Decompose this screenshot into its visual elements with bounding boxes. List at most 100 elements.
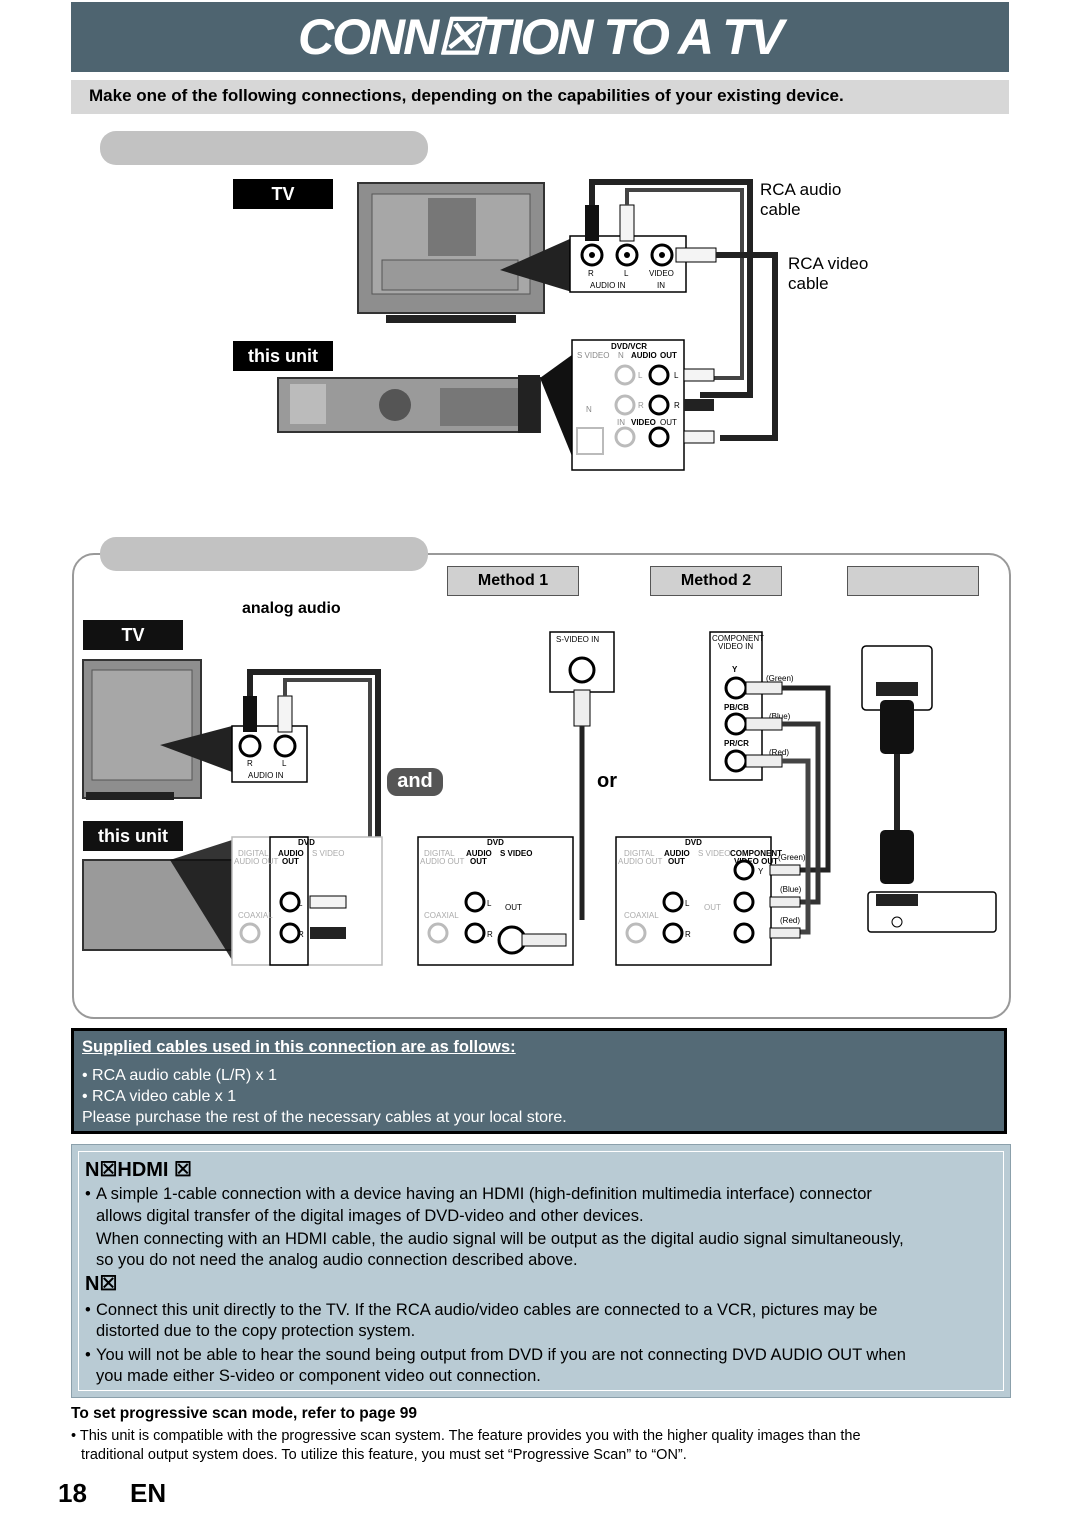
- svg-text:R: R: [638, 401, 644, 410]
- svg-text:R: R: [487, 930, 493, 939]
- svg-text:PB/CB: PB/CB: [724, 703, 749, 712]
- svg-text:L: L: [685, 899, 690, 908]
- svg-text:OUT: OUT: [660, 351, 677, 360]
- svg-text:R: R: [685, 930, 691, 939]
- svg-text:COMPONENT: COMPONENT: [730, 849, 782, 858]
- svg-text:S VIDEO: S VIDEO: [698, 849, 730, 858]
- note-line2: distorted due to the copy protection sys…: [96, 1322, 416, 1340]
- svg-text:AUDIO: AUDIO: [466, 849, 492, 858]
- svg-text:IN: IN: [617, 418, 625, 427]
- language-code: EN: [130, 1478, 167, 1508]
- section2-diagram: R L AUDIO IN DVD AUDIO OUT DIGITAL AUDIO…: [82, 631, 997, 966]
- svg-text:(Red): (Red): [780, 916, 800, 925]
- method2-label: Method 2: [650, 566, 782, 596]
- instruction-text: Make one of the following connections, d…: [89, 86, 844, 105]
- supplied-heading: Supplied cables used in this connection …: [82, 1038, 516, 1056]
- progressive-heading: To set progressive scan mode, refer to p…: [71, 1405, 418, 1422]
- section1-heading-pill: [100, 131, 428, 165]
- svg-text:AUDIO OUT: AUDIO OUT: [618, 857, 663, 866]
- supplied-item-2: • RCA video cable x 1: [82, 1088, 237, 1105]
- method1-label: Method 1: [447, 566, 579, 596]
- svg-text:VIDEO: VIDEO: [631, 418, 656, 427]
- svg-text:AUDIO: AUDIO: [278, 849, 304, 858]
- and-badge: and: [387, 768, 443, 796]
- tv-jack-in: IN: [657, 281, 665, 290]
- tv-jack-l: L: [624, 269, 629, 278]
- svg-text:DVD: DVD: [487, 838, 504, 847]
- unit-label: this unit: [233, 341, 333, 371]
- supplied-item-1: • RCA audio cable (L/R) x 1: [82, 1067, 278, 1084]
- svg-text:R: R: [298, 930, 304, 939]
- svg-text:DVD: DVD: [685, 838, 702, 847]
- svg-text:N: N: [618, 351, 624, 360]
- svg-text:N: N: [586, 405, 592, 414]
- page-number: 18: [58, 1478, 87, 1508]
- svg-text:AUDIO OUT: AUDIO OUT: [420, 857, 465, 866]
- svg-text:AUDIO IN: AUDIO IN: [248, 771, 284, 780]
- notes-box: N☒HDMI ☒ • A simple 1-cable connection w…: [71, 1144, 1011, 1398]
- note-line1: Connect this unit directly to the TV. If…: [96, 1301, 878, 1319]
- title-bar: CONN☒TION TO A TV: [71, 2, 1009, 72]
- svg-text:OUT: OUT: [470, 857, 487, 866]
- svg-text:VIDEO OUT: VIDEO OUT: [734, 857, 778, 866]
- hdmi-note-line3: When connecting with an HDMI cable, the …: [96, 1230, 904, 1248]
- svg-text:L: L: [487, 899, 492, 908]
- instruction-bar: Make one of the following connections, d…: [71, 80, 1009, 114]
- tv-back-illustration: [357, 182, 572, 323]
- page-title: CONN☒TION TO A TV: [298, 9, 784, 65]
- tv-label-2: TV: [83, 620, 183, 650]
- svg-text:Y: Y: [732, 665, 738, 674]
- svg-text:OUT: OUT: [704, 903, 721, 912]
- hdmi-note-line1: A simple 1-cable connection with a devic…: [96, 1185, 872, 1203]
- svg-text:(Blue): (Blue): [780, 885, 802, 894]
- svg-text:COMPONENT: COMPONENT: [712, 634, 764, 643]
- svg-text:COAXIAL: COAXIAL: [424, 911, 459, 920]
- note-line4: you made either S-video or component vid…: [96, 1367, 541, 1385]
- note-line3: You will not be able to hear the sound b…: [96, 1346, 906, 1364]
- svg-text:S VIDEO: S VIDEO: [312, 849, 344, 858]
- svg-text:R: R: [247, 759, 253, 768]
- svg-text:AUDIO: AUDIO: [664, 849, 690, 858]
- svg-text:(Blue): (Blue): [769, 712, 791, 721]
- svg-text:DIGITAL: DIGITAL: [624, 849, 655, 858]
- section2-heading-pill: [100, 537, 428, 571]
- tv-jack-video: VIDEO: [649, 269, 674, 278]
- hdmi-note-line2: allows digital transfer of the digital i…: [96, 1207, 644, 1225]
- tv-jack-r: R: [588, 269, 594, 278]
- svg-text:DVD: DVD: [298, 838, 315, 847]
- progressive-text: • This unit is compatible with the progr…: [71, 1428, 861, 1463]
- svg-text:S VIDEO: S VIDEO: [500, 849, 532, 858]
- hdmi-note-line4: so you do not need the analog audio conn…: [96, 1251, 578, 1269]
- svg-text:COAXIAL: COAXIAL: [238, 911, 273, 920]
- unit-rear-illustration: [277, 352, 576, 466]
- svg-text:L: L: [638, 371, 643, 380]
- svg-text:COAXIAL: COAXIAL: [624, 911, 659, 920]
- svg-text:(Green): (Green): [766, 674, 794, 683]
- svg-text:L: L: [674, 371, 679, 380]
- svg-text:DIGITAL: DIGITAL: [424, 849, 455, 858]
- svg-text:Y: Y: [758, 867, 764, 876]
- section2-frame: [72, 553, 1011, 1019]
- svg-text:OUT: OUT: [660, 418, 677, 427]
- svg-text:L: L: [282, 759, 287, 768]
- tv-jack-audio-in: AUDIO IN: [590, 281, 626, 290]
- unit-label-2: this unit: [83, 821, 183, 851]
- svg-text:(Green): (Green): [778, 853, 806, 862]
- svg-text:S VIDEO: S VIDEO: [577, 351, 609, 360]
- tv-label: TV: [233, 179, 333, 209]
- section1-diagram: R L VIDEO AUDIO IN IN DVD/VCR S VIDEO N …: [277, 179, 778, 471]
- svg-text:DIGITAL: DIGITAL: [238, 849, 269, 858]
- svg-text:L: L: [298, 899, 303, 908]
- svg-text:S-VIDEO IN: S-VIDEO IN: [556, 635, 599, 644]
- svg-text:R: R: [674, 401, 680, 410]
- svg-text:AUDIO: AUDIO: [631, 351, 657, 360]
- note-heading: N☒: [85, 1273, 118, 1295]
- svg-text:OUT: OUT: [505, 903, 522, 912]
- svg-text:AUDIO OUT: AUDIO OUT: [234, 857, 279, 866]
- svg-text:DVD/VCR: DVD/VCR: [611, 342, 647, 351]
- supplied-cables-box: Supplied cables used in this connection …: [71, 1028, 1007, 1134]
- svg-text:VIDEO IN: VIDEO IN: [718, 642, 753, 651]
- hdmi-note-heading: N☒HDMI ☒: [85, 1159, 192, 1181]
